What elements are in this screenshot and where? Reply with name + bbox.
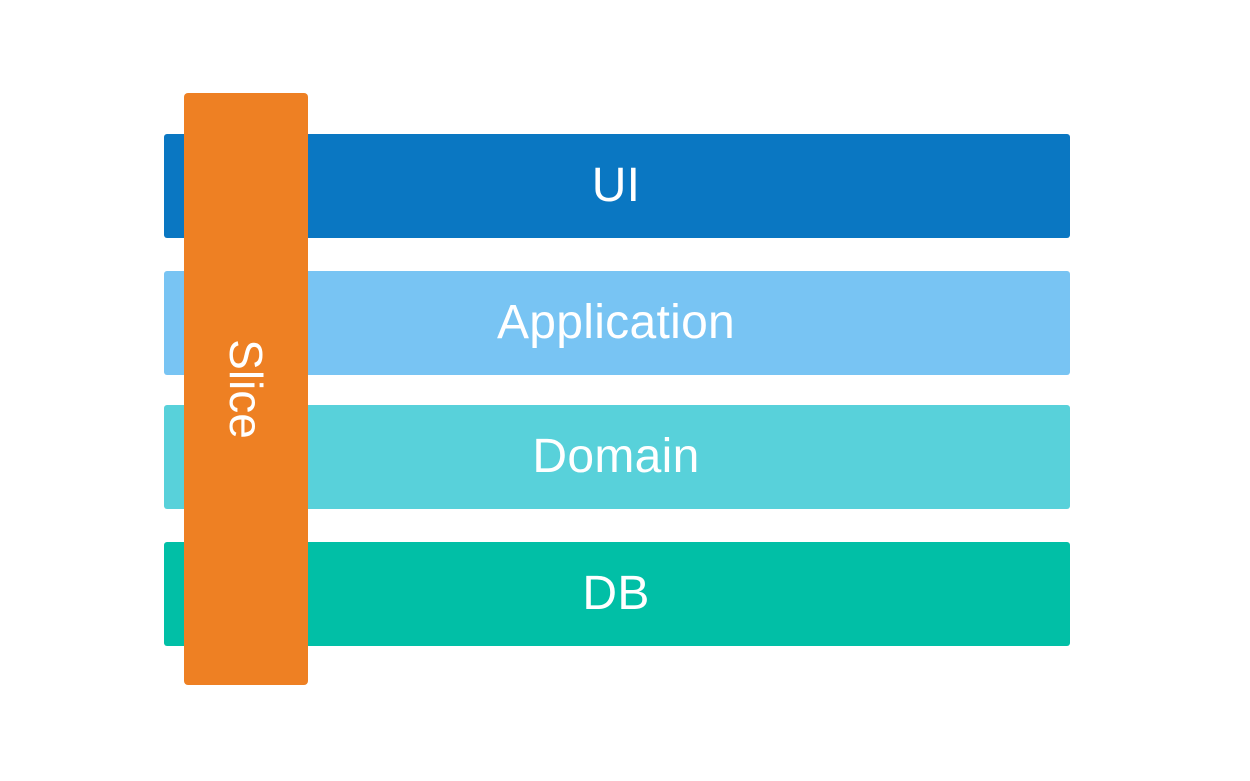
layer-bar-ui: UI: [164, 134, 1070, 238]
vertical-slice-bar: Slice: [184, 93, 308, 685]
vertical-slice-label: Slice: [220, 339, 272, 439]
layer-label-db: DB: [582, 567, 650, 620]
layer-bar-domain: Domain: [164, 405, 1070, 509]
layer-label-domain: Domain: [532, 430, 700, 483]
layer-label-application: Application: [496, 296, 736, 349]
layer-bar-db: DB: [164, 542, 1070, 646]
layer-label-ui: UI: [591, 159, 641, 212]
layer-bar-application: Application: [164, 271, 1070, 375]
